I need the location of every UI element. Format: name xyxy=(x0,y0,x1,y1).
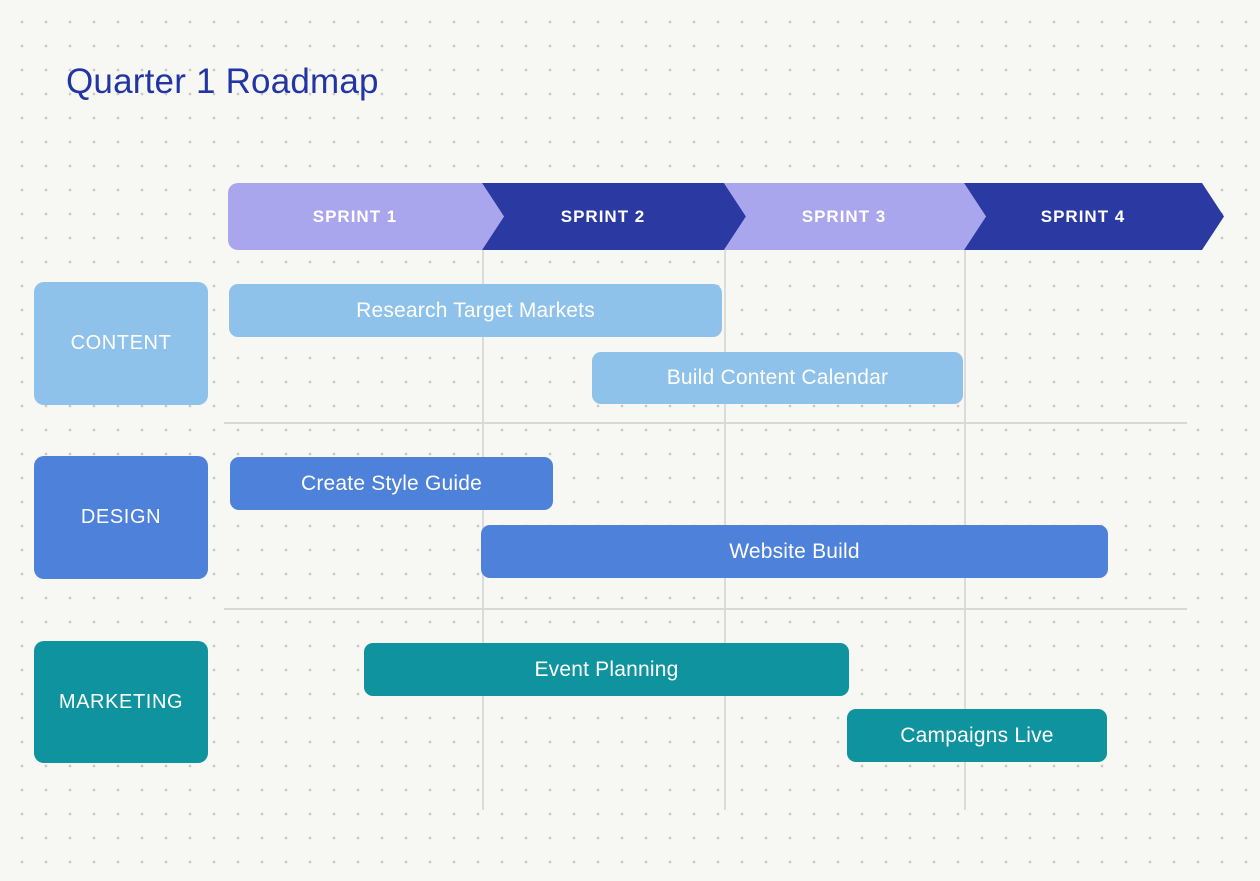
task-label: Create Style Guide xyxy=(300,471,483,495)
task-label: Campaigns Live xyxy=(900,723,1054,747)
row-label-text: CONTENT xyxy=(70,332,172,354)
task-label: Build Content Calendar xyxy=(666,366,889,389)
task-label: Research Target Markets xyxy=(356,298,595,322)
sprint-arrow-1: SPRINT 1 xyxy=(228,183,504,250)
sprint-arrow-4: SPRINT 4 xyxy=(964,183,1224,250)
task-bar: Build Content Calendar xyxy=(592,352,963,404)
task-bar: Create Style Guide xyxy=(230,457,553,510)
row-label-text: DESIGN xyxy=(80,506,162,528)
task-bar: Campaigns Live xyxy=(847,709,1107,762)
task-label: Event Planning xyxy=(534,657,679,681)
row-label-text: MARKETING xyxy=(58,690,184,713)
task-bar: Event Planning xyxy=(364,643,849,696)
page-title: Quarter 1 Roadmap xyxy=(66,62,379,101)
sprint-label: SPRINT 1 xyxy=(312,206,398,226)
sprint-label: SPRINT 3 xyxy=(801,206,887,226)
task-label: Website Build xyxy=(729,539,860,563)
sprint-arrow-3: SPRINT 3 xyxy=(724,183,986,250)
sprint-arrow-2: SPRINT 2 xyxy=(482,183,746,250)
row-label-design: DESIGN xyxy=(34,456,208,579)
sprint-label: SPRINT 2 xyxy=(560,206,646,226)
task-bar: Website Build xyxy=(481,525,1108,578)
task-bar: Research Target Markets xyxy=(229,284,722,337)
row-label-marketing: MARKETING xyxy=(34,641,208,763)
row-label-content: CONTENT xyxy=(34,282,208,405)
row-divider xyxy=(224,608,1187,610)
sprint-label: SPRINT 4 xyxy=(1040,206,1126,226)
row-divider xyxy=(224,422,1187,424)
